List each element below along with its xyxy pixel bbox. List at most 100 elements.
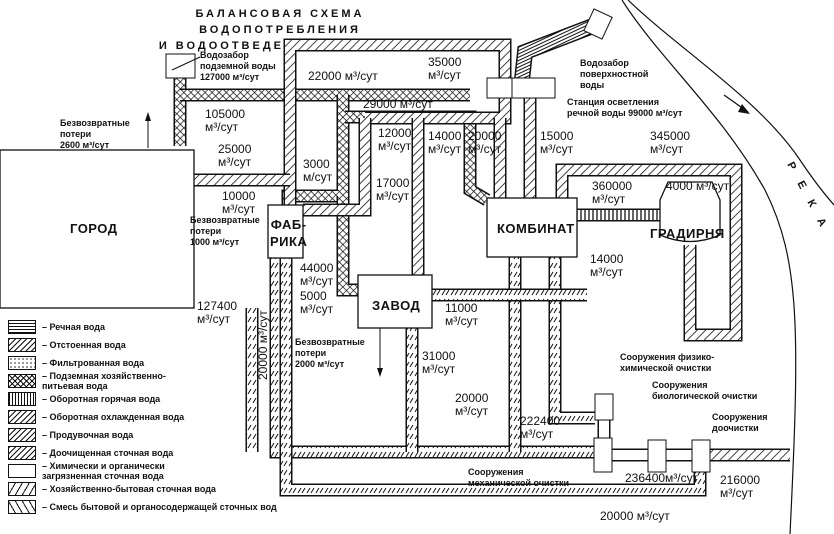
pipe-cooling-loop-fill bbox=[557, 165, 741, 340]
label-surface-intake: Водозабор поверхностной воды bbox=[580, 58, 649, 90]
river-bank-left bbox=[621, 0, 797, 534]
legend-swatch-river-icon bbox=[8, 320, 36, 334]
post-treatment-box[interactable] bbox=[691, 439, 711, 473]
label-flow-360000: 360000 м³/сут bbox=[592, 179, 633, 206]
label-flow-31000: 31000 м³/сут bbox=[422, 349, 456, 376]
legend-label: – Хозяйственно-бытовая сточная вода bbox=[42, 484, 216, 494]
legend-item: – Оборотная охлажденная вода bbox=[8, 408, 277, 426]
label-flow-216000: 216000 м³/сут bbox=[720, 473, 761, 500]
legend-item: – Продувочная вода bbox=[8, 426, 277, 444]
label-losses-plant: Безвозвратные потери 2000 м³/сут bbox=[295, 337, 365, 369]
label-losses-factory: Безвозвратные потери 1000 м³/сут bbox=[190, 215, 260, 247]
legend-swatch-chem-icon bbox=[8, 464, 36, 478]
city-box[interactable] bbox=[0, 149, 195, 309]
legend-label: – Оборотная горячая вода bbox=[42, 394, 161, 404]
legend-item: – Подземная хозяйственно- питьевая вода bbox=[8, 371, 277, 391]
legend-label: – Смесь бытовой и органосодержащей сточн… bbox=[42, 502, 277, 512]
factory-box[interactable] bbox=[267, 204, 304, 259]
legend-swatch-hatch-icon bbox=[8, 446, 36, 460]
label-flow-20000-top: 20000 м³/сут bbox=[468, 129, 502, 156]
label-flow-12000: 12000 м³/сут bbox=[378, 126, 412, 153]
legend-label: – Отстоенная вода bbox=[42, 340, 126, 350]
legend-item: – Фильтрованная вода bbox=[8, 354, 277, 372]
legend-item: – Оборотная горячая вода bbox=[8, 390, 277, 408]
legend-item: – Речная вода bbox=[8, 318, 277, 336]
combine-box[interactable] bbox=[486, 197, 578, 258]
label-physchem-treatment: Сооружения физико- химической очистки bbox=[620, 352, 715, 373]
mech-treatment-box[interactable] bbox=[593, 437, 613, 473]
label-flow-29000: 29000 м³/сут bbox=[363, 97, 433, 111]
label-factory: ФАБ- РИКА bbox=[270, 217, 308, 249]
label-cooling-tower: ГРАДИРНЯ bbox=[650, 226, 725, 241]
plant-box[interactable] bbox=[357, 274, 433, 329]
pipe-groundwater-to-plant-fill bbox=[338, 196, 358, 295]
label-post-treatment: Сооружения доочистки bbox=[712, 412, 768, 433]
legend-swatch-hatch-icon bbox=[8, 410, 36, 424]
pipe-chem-combine-fill bbox=[550, 257, 595, 423]
pipe-chem-combine bbox=[548, 257, 595, 425]
pipe-sewage-factory-fill bbox=[271, 258, 594, 457]
label-city: ГОРОД bbox=[70, 221, 118, 236]
cooling-tower-shape[interactable] bbox=[659, 181, 721, 243]
legend-label: – Подземная хозяйственно- питьевая вода bbox=[42, 371, 166, 391]
legend-swatch-mix-icon bbox=[8, 500, 36, 514]
label-flow-11000: 11000 м³/сут bbox=[445, 301, 479, 328]
river-arrowhead-icon bbox=[738, 104, 750, 114]
legend-item: – Хозяйственно-бытовая сточная вода bbox=[8, 480, 277, 498]
label-flow-14000-top: 14000 м³/сут bbox=[428, 129, 462, 156]
label-flow-35000: 35000 м³/сут bbox=[428, 55, 462, 82]
legend-label: – Продувочная вода bbox=[42, 430, 134, 440]
legend-label: – Оборотная охлажденная вода bbox=[42, 412, 185, 422]
label-mech-treatment: Сооружения механической очистки bbox=[468, 467, 570, 488]
label-flow-15000: 15000 м³/сут bbox=[540, 129, 574, 156]
label-flow-5000: 5000 м³/сут bbox=[300, 289, 334, 316]
label-flow-44000: 44000 м³/сут bbox=[300, 261, 334, 288]
legend: – Речная вода – Отстоенная вода – Фильтров… bbox=[8, 318, 277, 516]
pipe-return-20000-fill bbox=[281, 258, 705, 495]
legend-label: – Речная вода bbox=[42, 322, 105, 332]
legend-item: – Химически и органически загрязненная с… bbox=[8, 461, 277, 481]
surface-intake-box bbox=[583, 8, 613, 40]
label-flow-345000: 345000 м³/сут bbox=[650, 129, 691, 156]
legend-item: – Доочищенная сточная вода bbox=[8, 444, 277, 462]
label-flow-25000: 25000 м³/сут bbox=[218, 142, 252, 169]
bio-treatment-box[interactable] bbox=[647, 439, 667, 473]
label-flow-17000: 17000 м³/сут bbox=[376, 176, 410, 203]
legend-swatch-hatch-icon bbox=[8, 428, 36, 442]
label-bio-treatment: Сооружения биологической очистки bbox=[652, 380, 758, 401]
pipe-settled-35000-fill bbox=[285, 40, 510, 205]
legend-item: – Отстоенная вода bbox=[8, 336, 277, 354]
legend-swatch-bars-icon bbox=[8, 392, 36, 406]
legend-swatch-cross-icon bbox=[8, 374, 36, 388]
label-flow-20000-mid: 20000 м³/сут bbox=[455, 391, 489, 418]
label-losses-city: Безвозвратные потери 2600 м³/сут bbox=[60, 118, 130, 150]
label-flow-10000: 10000 м³/сут bbox=[222, 189, 256, 216]
physchem-treatment-box[interactable] bbox=[594, 393, 614, 421]
legend-swatch-dots-icon bbox=[8, 356, 36, 370]
legend-label: – Фильтрованная вода bbox=[42, 358, 145, 368]
legend-label: – Доочищенная сточная вода bbox=[42, 448, 174, 458]
label-plant: ЗАВОД bbox=[372, 298, 421, 313]
label-flow-20000-bottom: 20000 м³/сут bbox=[600, 509, 670, 523]
river-bank-right bbox=[627, 0, 834, 206]
label-flow-14000-right: 14000 м³/сут bbox=[590, 252, 624, 279]
pipe-settled-12000-fill bbox=[303, 118, 370, 215]
label-flow-127400: 127400 м³/сут bbox=[197, 299, 238, 326]
label-flow-236400: 236400м³/сут bbox=[625, 471, 699, 485]
legend-label: – Химически и органически загрязненная с… bbox=[42, 461, 165, 481]
label-clarification-station: Станция осветления речной воды 99000 м³/… bbox=[567, 97, 683, 118]
legend-item: – Смесь бытовой и органосодержащей сточн… bbox=[8, 498, 277, 516]
clarification-station-box bbox=[486, 77, 556, 99]
label-flow-105000: 105000 м³/сут bbox=[205, 107, 246, 134]
label-flow-3000: 3000 м/сут bbox=[303, 157, 333, 184]
label-groundwater-intake: Водозабор подземной воды 127000 м³/сут bbox=[200, 50, 276, 82]
pipes bbox=[173, 38, 790, 497]
label-flow-222400: 222400 м³/сут bbox=[520, 414, 561, 441]
legend-swatch-sew-icon bbox=[8, 482, 36, 496]
legend-swatch-hatch-icon bbox=[8, 338, 36, 352]
label-flow-4000: 4000 м³/сут bbox=[666, 179, 730, 193]
label-combine: КОМБИНАТ bbox=[497, 221, 575, 236]
label-flow-22000: 22000 м³/сут bbox=[308, 69, 378, 83]
